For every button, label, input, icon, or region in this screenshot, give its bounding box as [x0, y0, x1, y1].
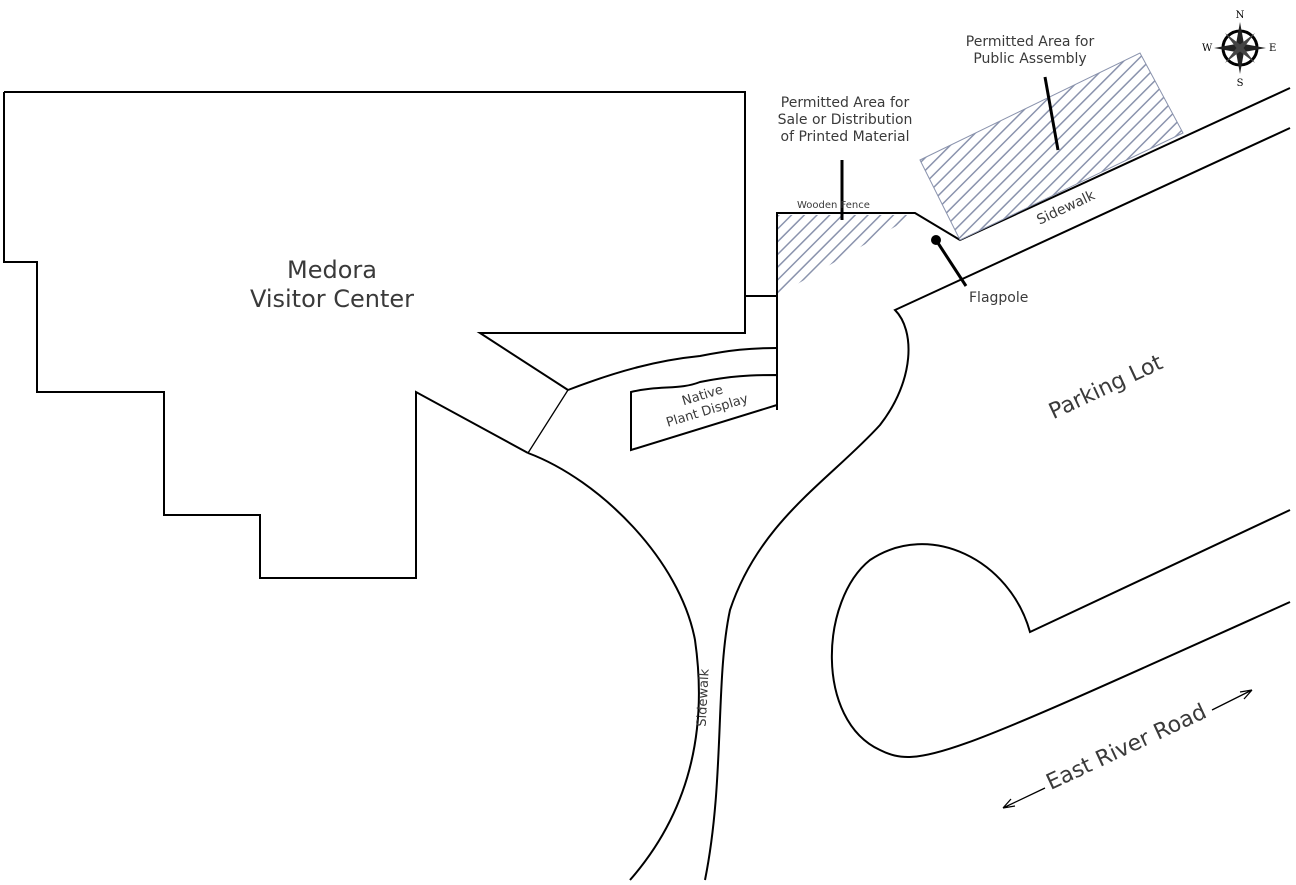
wooden-fence: [776, 87, 1291, 410]
label-line: Permitted Area for: [965, 34, 1095, 50]
sidewalk-left-edge: [527, 452, 700, 881]
label-line: Visitor Center: [249, 284, 415, 313]
planting-bed-edge: [567, 347, 778, 391]
flagpole-icon: [931, 235, 941, 245]
compass-e: E: [1269, 43, 1276, 54]
label-line: of Printed Material: [780, 128, 910, 145]
compass-s: S: [1237, 78, 1244, 89]
visitor-center-building: [3, 91, 777, 579]
compass-rose-icon: N S W E: [1202, 10, 1276, 89]
assembly-area-label: Permitted Area for Public Assembly: [955, 34, 1105, 68]
label-line: Permitted Area for: [780, 95, 910, 111]
visitor-center-label: Medora Visitor Center: [232, 256, 432, 314]
sale-area: [777, 215, 915, 296]
compass-n: N: [1236, 10, 1245, 21]
flagpole-leader: [934, 239, 968, 287]
walkway-edge: [527, 389, 569, 454]
sale-area-label: Permitted Area for Sale or Distribution …: [770, 95, 920, 145]
sidewalk-lower-edge: [704, 127, 1291, 881]
flagpole-label: Flagpole: [969, 290, 1029, 306]
native-plant-display: [630, 373, 778, 452]
sidewalk-south-label: Sidewalk: [694, 668, 713, 728]
public-assembly-area: [919, 52, 1184, 241]
wooden-fence-label: Wooden Fence: [797, 200, 870, 211]
road-arrow-right: [1211, 689, 1253, 711]
compass-w: W: [1202, 43, 1213, 54]
label-line: Sale or Distribution: [777, 111, 913, 128]
assembly-area-leader: [1043, 76, 1060, 151]
label-line: Medora: [287, 256, 377, 284]
road-arrow-left: [1002, 787, 1046, 809]
parking-island: [830, 509, 1291, 759]
label-line: Public Assembly: [973, 50, 1087, 67]
